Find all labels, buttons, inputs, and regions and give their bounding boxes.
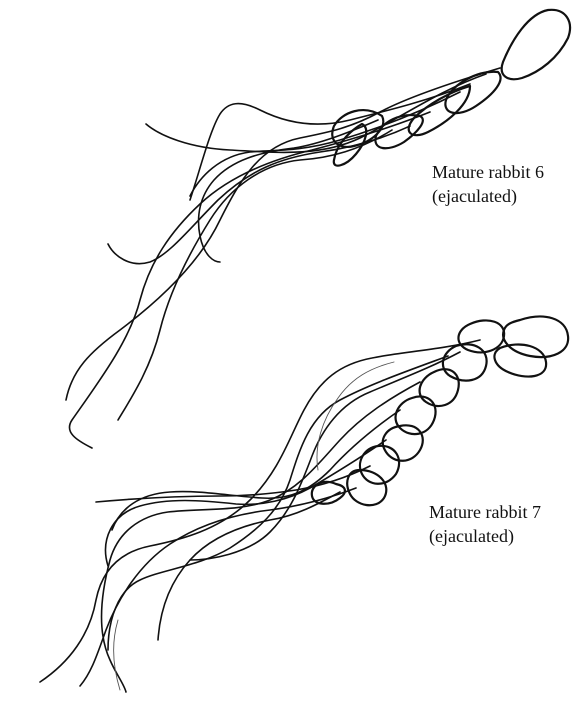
rabbit-7-loop-h (347, 470, 386, 505)
rabbit-7-loop-c (443, 344, 487, 380)
rabbit-7-tail-11 (114, 620, 120, 690)
rabbit-7-caption-title: Mature rabbit 7 (429, 500, 541, 524)
rabbit-6-caption-subtitle: (ejaculated) (432, 184, 544, 208)
rabbit-6-tail-7 (190, 92, 460, 196)
rabbit-7-tail-8 (158, 492, 340, 640)
rabbit-7-caption: Mature rabbit 7 (ejaculated) (429, 500, 541, 548)
rabbit-7-loop-b (494, 344, 546, 376)
rabbit-6-caption-title: Mature rabbit 6 (432, 160, 544, 184)
rabbit-6-tail-2 (146, 74, 486, 152)
rabbit-6-tail-3 (69, 112, 430, 448)
rabbit-6-tail-4 (108, 126, 410, 264)
rabbit-7-loop-d (420, 369, 459, 406)
rabbit-6-loop-b (409, 86, 470, 135)
rabbit-6-traces (66, 10, 570, 448)
rabbit-7-tail-3 (102, 382, 420, 692)
rabbit-7-tail-2 (108, 356, 448, 650)
rabbit-6-caption: Mature rabbit 6 (ejaculated) (432, 160, 544, 208)
rabbit-6-loop-e (334, 124, 366, 166)
rabbit-6-tail-1 (66, 68, 500, 400)
rabbit-7-loop-g (360, 446, 399, 484)
rabbit-7-head-outline (503, 317, 568, 357)
rabbit-6-head-outline (502, 10, 570, 79)
rabbit-7-tail-7 (80, 488, 356, 686)
rabbit-6-tail-5 (118, 130, 392, 420)
rabbit-7-loop-a (458, 320, 504, 352)
rabbit-7-caption-subtitle: (ejaculated) (429, 524, 541, 548)
